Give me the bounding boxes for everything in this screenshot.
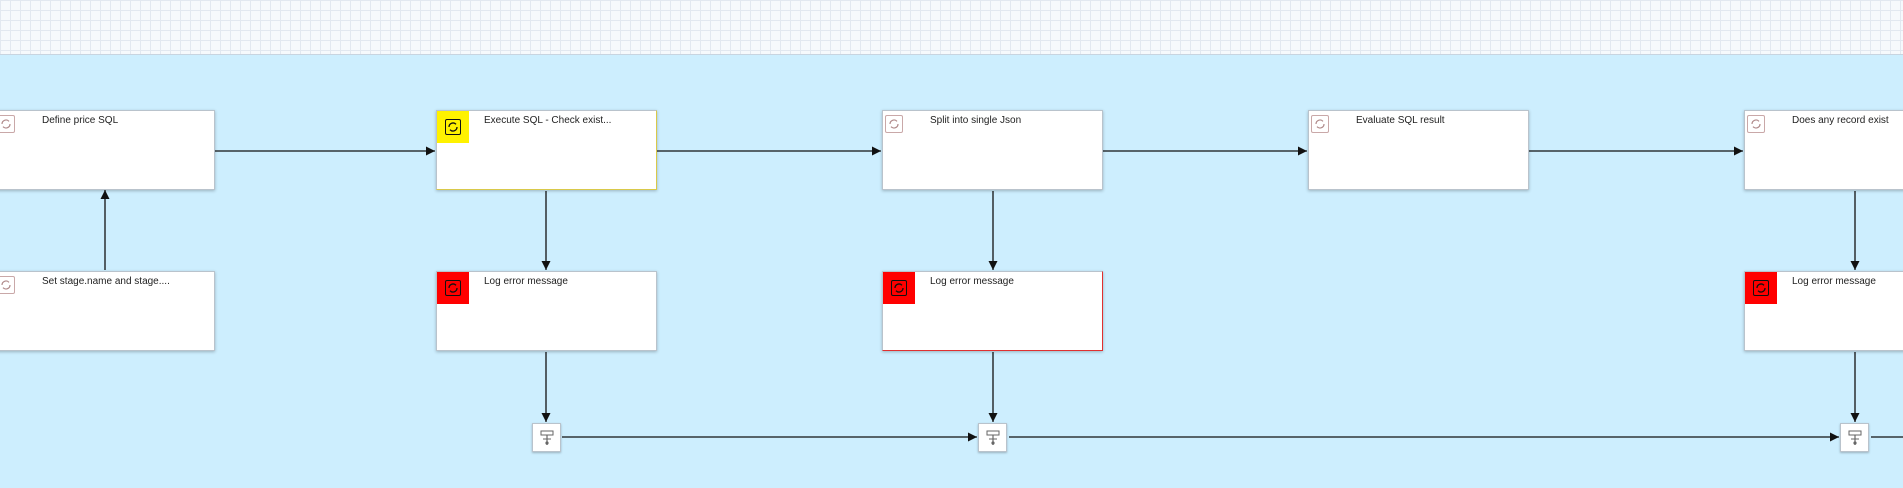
node-log-error-2[interactable]: Log error message — [882, 271, 1103, 351]
node-label: Log error message — [484, 276, 568, 287]
node-log-error-1[interactable]: Log error message — [436, 271, 657, 351]
node-label: Split into single Json — [930, 115, 1022, 126]
node-label: Log error message — [930, 276, 1014, 287]
refresh-icon — [0, 276, 15, 294]
merge-icon — [986, 430, 999, 445]
node-set-stage[interactable]: Set stage.name and stage.... — [0, 271, 215, 351]
merge-node-1[interactable] — [532, 423, 561, 452]
node-label: Evaluate SQL result — [1356, 115, 1445, 126]
node-log-error-3[interactable]: Log error message — [1744, 271, 1903, 351]
refresh-icon — [1745, 272, 1777, 304]
merge-icon — [540, 430, 553, 445]
merge-node-3[interactable] — [1840, 423, 1869, 452]
node-label: Set stage.name and stage.... — [42, 276, 170, 287]
node-execute-sql[interactable]: Execute SQL - Check exist... — [436, 110, 657, 190]
node-label: Log error message — [1792, 276, 1876, 287]
refresh-icon — [437, 111, 469, 143]
refresh-icon — [1747, 115, 1765, 133]
node-any-record-exists[interactable]: Does any record exist — [1744, 110, 1903, 190]
node-label: Execute SQL - Check exist... — [484, 115, 612, 126]
merge-icon — [1848, 430, 1861, 445]
refresh-icon — [1311, 115, 1329, 133]
node-label: Does any record exist — [1792, 115, 1889, 126]
node-label: Define price SQL — [42, 115, 119, 126]
canvas-grid-header — [0, 0, 1903, 55]
node-define-price-sql[interactable]: Define price SQL — [0, 110, 215, 190]
refresh-icon — [437, 272, 469, 304]
merge-node-2[interactable] — [978, 423, 1007, 452]
refresh-icon — [885, 115, 903, 133]
node-evaluate-sql[interactable]: Evaluate SQL result — [1308, 110, 1529, 190]
refresh-icon — [883, 272, 915, 304]
refresh-icon — [0, 115, 15, 133]
node-split-json[interactable]: Split into single Json — [882, 110, 1103, 190]
